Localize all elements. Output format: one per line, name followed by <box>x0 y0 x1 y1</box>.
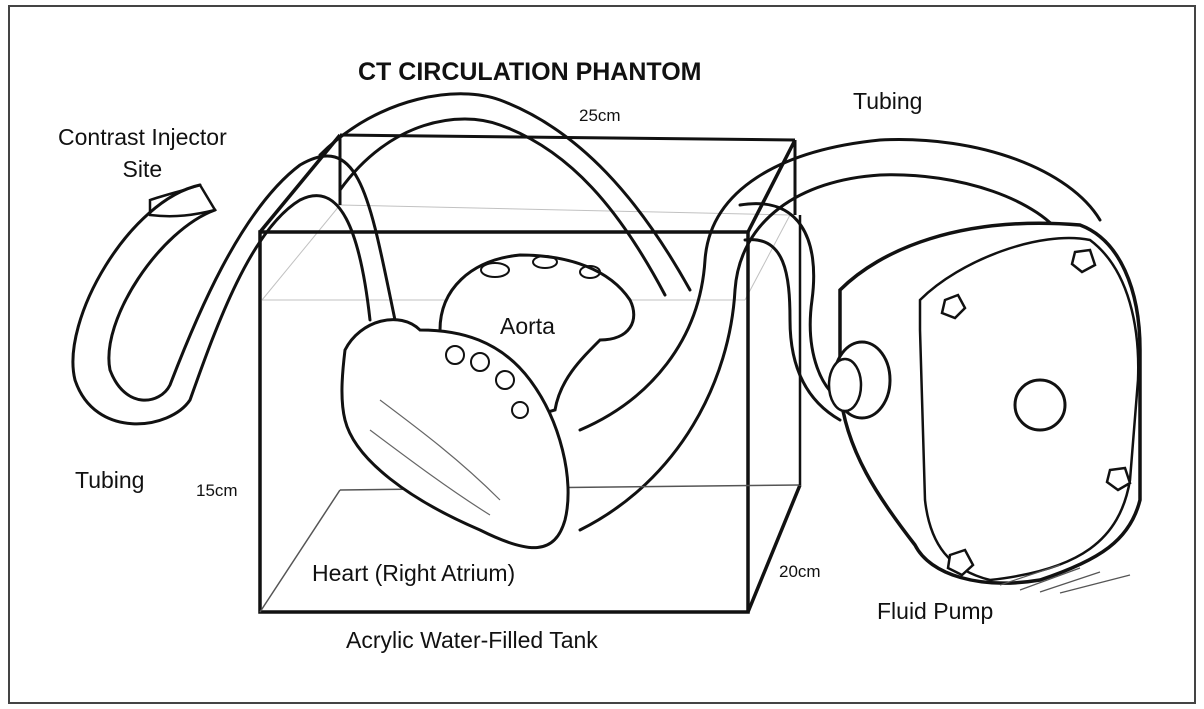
dimension-depth: 20cm <box>779 563 821 580</box>
label-acrylic-tank: Acrylic Water-Filled Tank <box>346 629 598 652</box>
label-tubing-top: Tubing <box>853 90 922 113</box>
dimension-width: 25cm <box>579 107 621 124</box>
label-heart-right-atrium: Heart (Right Atrium) <box>312 562 515 585</box>
label-contrast-injector-line1: Contrast Injector <box>58 121 227 153</box>
diagram-title: CT CIRCULATION PHANTOM <box>358 60 702 85</box>
dimension-height: 15cm <box>196 482 238 499</box>
label-tubing-left: Tubing <box>75 469 144 492</box>
label-aorta: Aorta <box>500 315 555 338</box>
label-contrast-injector-site: Contrast Injector Site <box>58 121 227 185</box>
pump-shape <box>829 223 1140 583</box>
label-contrast-injector-line2: Site <box>58 153 227 185</box>
label-fluid-pump: Fluid Pump <box>877 600 993 623</box>
